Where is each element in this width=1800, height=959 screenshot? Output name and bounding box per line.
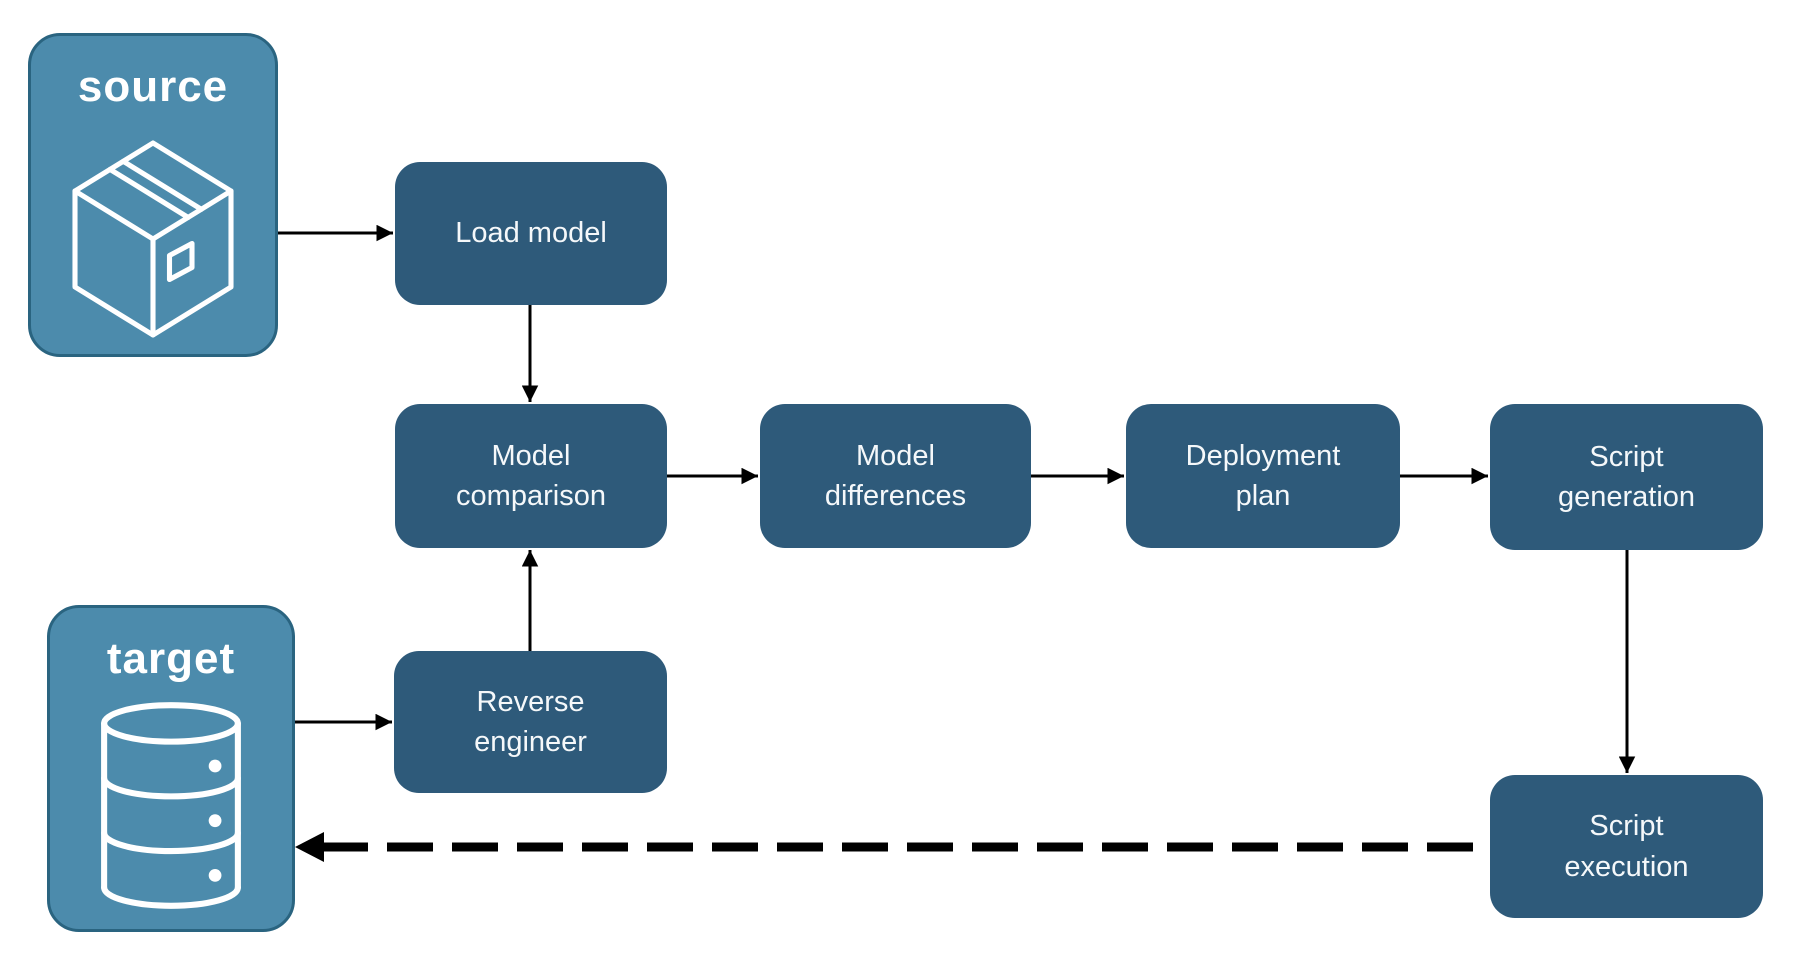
node-source: source — [28, 33, 278, 357]
package-icon — [31, 112, 275, 354]
node-script-execution: Script execution — [1490, 775, 1763, 918]
node-load-model: Load model — [395, 162, 667, 305]
edge-script-execution-to-target — [295, 832, 1490, 862]
node-script-generation-label: Script generation — [1557, 440, 1696, 513]
node-reverse-engineer: Reverse engineer — [394, 651, 667, 793]
node-deployment-plan: Deployment plan — [1126, 404, 1400, 548]
node-deployment-plan-label: Deployment plan — [1185, 439, 1341, 512]
node-model-comparison: Model comparison — [395, 404, 667, 548]
node-reverse-engineer-label: Reverse engineer — [474, 685, 587, 758]
node-model-differences-label: Model differences — [824, 439, 967, 512]
database-icon — [50, 684, 292, 929]
target-label: target — [106, 634, 236, 683]
node-script-execution-label: Script execution — [1564, 810, 1689, 883]
node-target: target — [47, 605, 295, 932]
node-script-generation: Script generation — [1490, 404, 1763, 550]
node-model-comparison-label: Model comparison — [456, 439, 606, 512]
source-label: source — [77, 62, 229, 111]
node-model-differences: Model differences — [760, 404, 1031, 548]
node-load-model-label: Load model — [455, 217, 607, 250]
